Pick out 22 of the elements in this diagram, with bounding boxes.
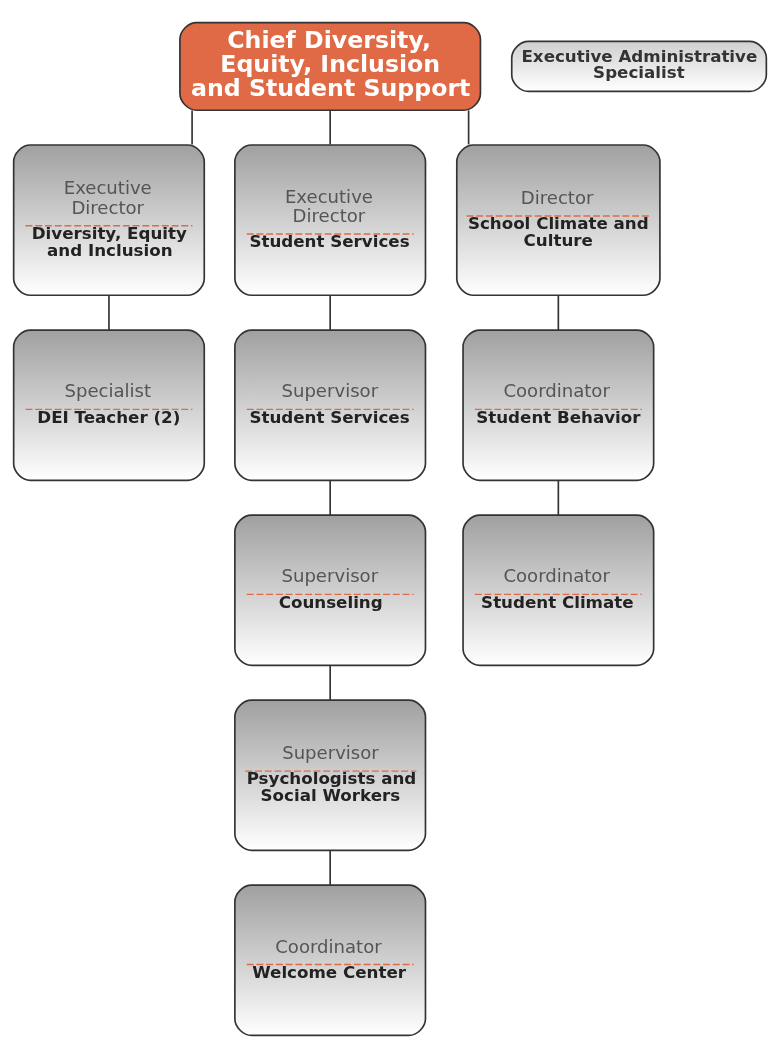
node-box: Executive Administrative Specialist <box>510 40 768 92</box>
node-box: Director School Climate and Culture <box>455 143 661 296</box>
connector <box>329 109 331 145</box>
connector <box>467 109 470 145</box>
node-box: Coordinator Welcome Center <box>234 883 427 1036</box>
node-box: Supervisor Counseling <box>234 513 427 666</box>
node-box: Coordinator Student Climate <box>462 513 655 666</box>
node-box: Executive Director Student Services <box>234 143 427 296</box>
node-box: Supervisor Psychologists and Social Workers <box>234 698 427 851</box>
node-box: Specialist DEI Teacher (2) <box>12 328 206 481</box>
node-box: Executive Director Diversity, Equity and Inclusion <box>12 143 206 296</box>
connector <box>329 664 331 701</box>
connector <box>557 479 560 516</box>
connector <box>329 294 331 331</box>
connector <box>329 479 331 516</box>
connector <box>191 109 193 145</box>
node-box: Coordinator Student Behavior <box>462 328 655 481</box>
connector <box>108 294 110 331</box>
node-box: Supervisor Student Services <box>234 328 427 481</box>
node-box: Chief Diversity, Equity, Inclusion and Student Support <box>179 21 482 111</box>
connector <box>329 849 331 886</box>
connector <box>557 294 560 331</box>
